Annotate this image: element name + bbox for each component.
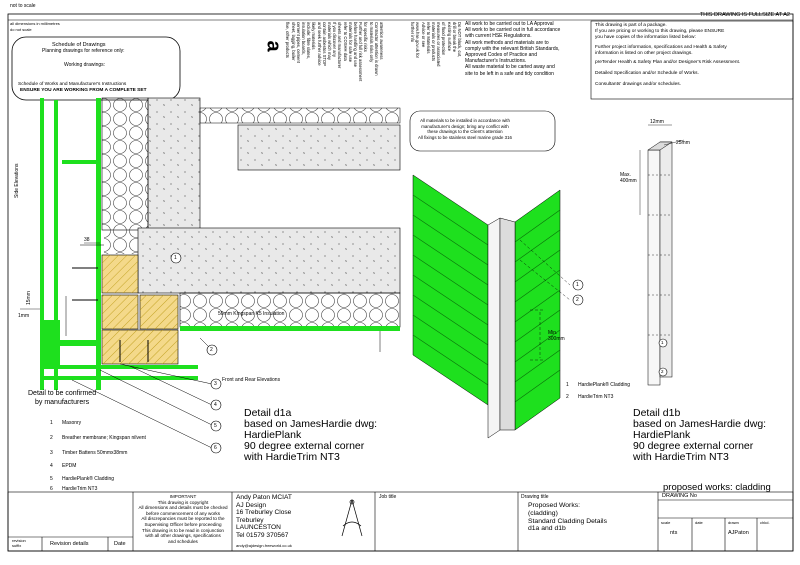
package-p2: Further project information, specificati… — [595, 45, 727, 56]
side-elevations-label: Side Elevations — [14, 163, 20, 198]
compass-logo-icon — [341, 499, 363, 537]
callout-2: 2 — [210, 347, 213, 353]
drawn-value: AJPaton — [728, 530, 749, 536]
dim-12-label: 12mm — [650, 119, 664, 125]
revision-date: Date — [114, 541, 126, 547]
confirm-note: Detail to be confirmed by manufacturers — [28, 390, 97, 406]
detail-d1b-title: Detail d1b based on JamesHardie dwg: Har… — [633, 407, 767, 463]
important-notice: IMPORTANT This drawing is copyright All … — [138, 494, 228, 544]
callout-5: 5 — [214, 423, 217, 429]
hse-notes: All work to be carried out to LA Approva… — [465, 21, 561, 77]
dim-15-label: 15mm — [26, 291, 32, 305]
max400-label: Max. 400mm — [620, 172, 637, 184]
front-rear-label: Front and Rear Elevations — [222, 377, 281, 383]
checked-label: chkd. — [760, 520, 770, 525]
package-p5: Consultants' drawings and/or schedules. — [595, 82, 681, 87]
dim-38-label: 38 — [84, 237, 90, 243]
insulation-label: 50mm Kingspan K5 Insulation — [218, 311, 285, 317]
scale-note: not to scale — [10, 3, 36, 9]
schedule-working: Working drawings: — [64, 62, 106, 68]
circle-1-label: 1 — [174, 255, 177, 261]
min300-label: Min. 300mm — [548, 330, 565, 342]
dims-note: all dimensions in millimetres — [10, 21, 60, 26]
general-col-text: Do NOT block, cut, drill or break the ex… — [410, 22, 462, 67]
package-p3: preTender Health & Safety Plan and/or De… — [595, 60, 741, 65]
drawing-title-value: Proposed Works: (cladding) Standard Clad… — [528, 502, 607, 533]
job-title-label: Job title — [379, 494, 397, 500]
callout-6: 6 — [214, 445, 217, 451]
detail-d1a-title: Detail d1a based on JamesHardie dwg: Har… — [244, 407, 378, 463]
callout-3d-2: 2 — [576, 297, 579, 303]
package-p4: Detailed Specification and/or Schedule o… — [595, 71, 699, 76]
schedule-planning: Planning drawings for reference only: — [42, 48, 125, 54]
d1b-callout-1: 1 — [661, 340, 664, 345]
designer-address: Andy Paton MCIAT AJ Design 16 Treburley … — [236, 494, 292, 539]
schedule-line2: ENSURE YOU ARE WORKING FROM A COMPLETE S… — [20, 88, 147, 93]
revision-details: Revision details — [50, 541, 89, 547]
cdm-text: attention awareness Contractor attention… — [285, 22, 384, 82]
callout-3d-1: 1 — [576, 282, 579, 288]
schedule-line1: Schedule of Works and Manufacturer's Ins… — [18, 82, 127, 87]
scale-value: nts — [670, 530, 678, 536]
materials-note: All materials to be installed in accorda… — [418, 118, 512, 140]
d1b-callout-2: 2 — [661, 369, 664, 374]
callout-4: 4 — [214, 402, 217, 408]
fullsize-note: THIS DRAWING IS FULLSIZE AT A2 — [699, 12, 790, 18]
date-label: date — [695, 520, 703, 525]
drawn-label: drawn — [728, 520, 739, 525]
dim-25-label: 25mm — [676, 140, 690, 146]
drawing-no-label: DRAWING No — [662, 493, 697, 499]
scale-label: scale — [661, 520, 671, 525]
revision-suffix: revision suffix — [12, 538, 26, 548]
drawing-title-label: Drawing title — [521, 494, 549, 500]
designer-email: andy@ajdesign.freeworld.co.uk — [236, 543, 292, 548]
proposed-works-label: proposed works: cladding — [663, 482, 771, 493]
cdm-symbol: a — [262, 40, 285, 52]
package-p1: This drawing is part of a package. If yo… — [595, 23, 725, 40]
callout-3: 3 — [214, 381, 217, 387]
noscale-note: do not scale — [10, 27, 32, 32]
schedule-title: Schedule of Drawings — [52, 42, 106, 48]
dim-1mm-label: 1mm — [18, 313, 30, 319]
